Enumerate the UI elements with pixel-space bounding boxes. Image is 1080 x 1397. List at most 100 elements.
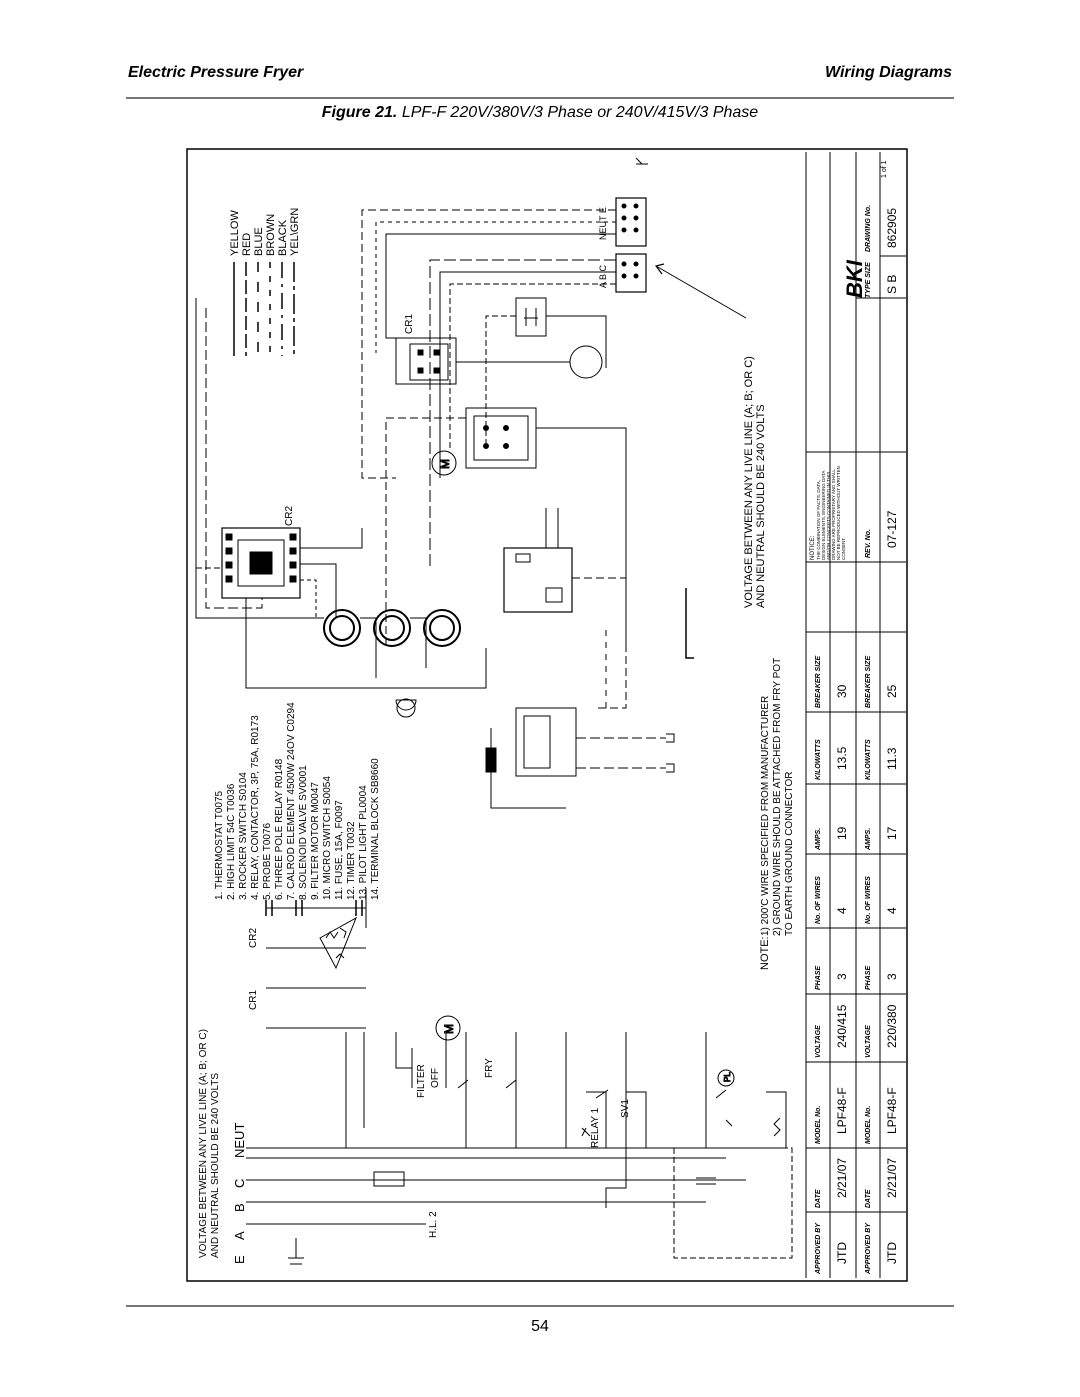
fry-label: FRY — [484, 1058, 495, 1078]
notes-label: NOTE: — [759, 936, 771, 970]
note-line: 1) 200'C WIRE SPECIFIED FROM MANUFACTURE… — [760, 696, 771, 936]
parts-list-item: 5. PROBE T0076 — [262, 822, 273, 900]
table-cell: 3 — [885, 973, 899, 980]
table-cell: JTD — [835, 1242, 849, 1264]
table-header: VOLTAGE — [865, 1025, 872, 1058]
cr1-label: CR1 — [248, 990, 259, 1010]
footer-rule — [126, 1305, 954, 1307]
table-cell: JTD — [885, 1242, 899, 1264]
table-header: No. OF WIRES — [815, 876, 822, 924]
title-block — [805, 152, 906, 1278]
voltage-note-line: AND NEUTRAL SHOULD BE 240 VOLTS — [210, 1073, 221, 1258]
table-header: DATE — [865, 1189, 872, 1208]
voltage-note-line: VOLTAGE BETWEEN ANY LIVE LINE (A; B; OR … — [743, 356, 755, 608]
table-header: AMPS. — [815, 828, 822, 851]
table-cell: LPF48-F — [885, 1087, 899, 1134]
terminal-label: NEUT — [232, 1123, 247, 1158]
parts-list-item: 3. ROCKER SWITCH S0104 — [238, 772, 249, 900]
svg-text:M: M — [438, 459, 452, 469]
notice-text: CONSENT. — [841, 537, 846, 560]
table-header: TYPE SIZE — [865, 262, 872, 298]
drawing-number: 862905 — [885, 208, 899, 248]
notice-text: NOT BE REPRODUCED WITHOUT WRITTEN — [836, 466, 841, 560]
header-section: Wiring Diagrams — [825, 64, 952, 81]
svg-text:M: M — [442, 1024, 456, 1034]
table-header: MODEL No. — [815, 1106, 822, 1144]
table-cell: 2/21/07 — [835, 1158, 849, 1198]
legend-label: BROWN — [265, 214, 277, 256]
filter-label: FILTER — [416, 1064, 427, 1098]
note-line: 2) GROUND WIRE SHOULD BE ATTACHED FROM F… — [772, 658, 783, 936]
legend-label: YEL\GRN — [289, 208, 301, 256]
table-cell: LPF48-F — [835, 1087, 849, 1134]
bki-logo: BKI — [842, 259, 867, 298]
table-cell: 4 — [885, 907, 899, 914]
notice-text: DRAWING ARE PROPRIETARY AND SHALL — [831, 469, 836, 560]
diagram-frame — [186, 148, 908, 1282]
terminal-block-label: NEUT E — [598, 207, 608, 240]
svg-text:PL: PL — [723, 1072, 732, 1082]
table-cell: 2/21/07 — [885, 1158, 899, 1198]
table-header: BREAKER SIZE — [865, 656, 872, 708]
table-header: DRAWING No. — [865, 205, 872, 252]
legend-label: BLACK — [277, 219, 289, 256]
table-cell: 11.3 — [885, 747, 899, 770]
parts-list-item: 12. TIMER T0032 — [346, 821, 357, 900]
terminal-label: A — [232, 1231, 247, 1240]
header-title: Electric Pressure Fryer — [128, 64, 304, 81]
legend-label: RED — [241, 233, 253, 256]
parts-list-item: 11. FUSE, 15A, F0097 — [334, 800, 345, 900]
table-cell: 19 — [835, 826, 849, 840]
ladder-schematic: M PL — [246, 888, 793, 1265]
table-header: VOLTAGE — [815, 1025, 822, 1058]
table-cell: 25 — [885, 684, 899, 698]
sv-label: SV1 — [620, 1099, 631, 1118]
physical-wiring: M — [195, 157, 747, 809]
parts-list-item: 2. HIGH LIMIT 54C T0036 — [226, 783, 237, 900]
figure-text: LPF-F 220V/380V/3 Phase or 240V/415V/3 P… — [401, 104, 759, 121]
table-header: AMPS. — [865, 828, 872, 851]
parts-list-item: 13. PILOT LIGHT PL0004 — [358, 785, 369, 900]
notice-label: NOTICE: — [810, 535, 816, 560]
table-header: BREAKER SIZE — [815, 656, 822, 708]
type-size: S B — [885, 275, 899, 294]
parts-list-item: 7. CALROD ELEMENT 4500W 24OV C0294 — [286, 702, 297, 900]
hl-label: H.L. 2 — [428, 1211, 439, 1238]
terminal-block-label: A B C — [598, 264, 608, 288]
cr2-label: CR2 — [248, 928, 259, 948]
parts-list-item: 8. SOLENOID VALVE SV0001 — [298, 765, 309, 900]
table-cell: 30 — [835, 684, 849, 698]
table-cell: 3 — [835, 973, 849, 980]
cr2-label: CR2 — [284, 506, 295, 526]
parts-list-item: 6. THREE POLE RELAY R0148 — [274, 758, 285, 900]
parts-list-item: 14. TERMINAL BLOCK SB8660 — [370, 758, 381, 900]
notice-text: AND/OR CONCEPTS CONTAINED IN THIS — [826, 472, 831, 560]
voltage-note-line: VOLTAGE BETWEEN ANY LIVE LINE (A; B; OR … — [198, 1029, 209, 1258]
figure-label: Figure 21. — [321, 104, 398, 121]
terminal-label: B — [232, 1203, 247, 1212]
parts-list-item: 4. RELAY, CONTACTOR, 3P, 75A, R0173 — [250, 715, 261, 900]
notice-text: THE COMBINATION OF FACTS, DATA, — [816, 480, 821, 560]
rev-number: 07-127 — [885, 510, 899, 548]
table-header: MODEL No. — [865, 1106, 872, 1144]
legend-label: YELLOW — [229, 210, 241, 256]
table-header: No. OF WIRES — [865, 876, 872, 924]
notice-text: DESIGN ELEMENTS, ENGINEERING DATA — [821, 471, 826, 560]
parts-list-item: 1. THERMOSTAT T0075 — [214, 790, 225, 900]
table-header: DATE — [815, 1189, 822, 1208]
relay-label: RELAY 1 — [590, 1107, 601, 1148]
table-cell: 220/380 — [885, 1004, 899, 1048]
cr1-label: CR1 — [404, 314, 415, 334]
table-header: KILOWATTS — [815, 739, 822, 780]
table-header: PHASE — [865, 966, 872, 990]
parts-list-item: 10. MICRO SWITCH S0054 — [322, 776, 333, 900]
table-cell: 17 — [885, 826, 899, 840]
voltage-note-line: AND NEUTRAL SHOULD BE 240 VOLTS — [755, 404, 767, 608]
terminal-label: C — [232, 1179, 247, 1188]
table-cell: 240/415 — [835, 1004, 849, 1048]
table-cell: 4 — [835, 907, 849, 914]
page-number: 54 — [531, 1318, 549, 1335]
header-rule — [126, 97, 954, 99]
figure-caption: Figure 21. LPF-F 220V/380V/3 Phase or 24… — [0, 104, 1080, 122]
